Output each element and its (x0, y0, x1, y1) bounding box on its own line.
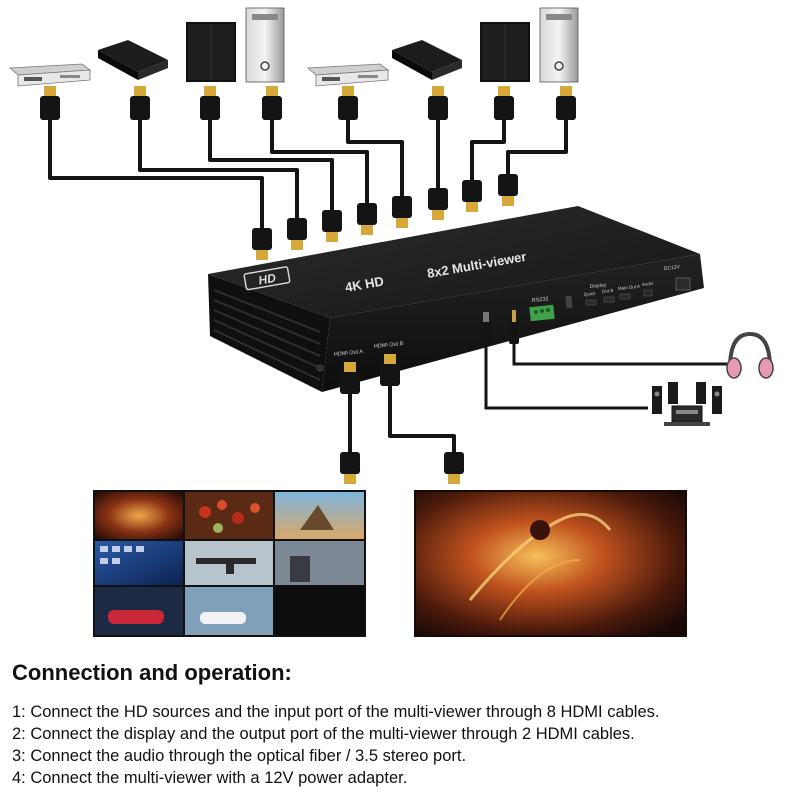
tile-6-game-scene (275, 541, 364, 585)
instruction-step-2: 2: Connect the display and the output po… (12, 725, 635, 743)
hdmi-plug-top-3 (200, 86, 220, 120)
input-cables (48, 118, 568, 230)
stereo-plug (509, 310, 519, 344)
rs232-terminal (529, 304, 555, 322)
fire-dancer-image (416, 492, 685, 635)
hdmi-plug-top-4 (262, 86, 282, 120)
source-connectors (40, 86, 576, 120)
input-cable-3 (208, 118, 334, 212)
source-set-top-box-2 (392, 40, 462, 80)
output-plugs-top (340, 354, 400, 394)
hdmi-plug-in-7 (462, 180, 482, 212)
output-plugs-bottom (340, 452, 464, 484)
port-label-power: DC12V (664, 264, 681, 272)
ir-port (565, 295, 573, 309)
hdmi-plug-in-3 (322, 210, 342, 242)
model-label: 4K HD (344, 273, 385, 295)
source-dvd-player-1 (8, 63, 92, 87)
side-vent-grille (213, 289, 321, 381)
source-console-1 (186, 22, 236, 82)
output-cables (348, 384, 456, 452)
input-cable-7 (470, 118, 506, 182)
port-label-out-b-button: Out B (602, 288, 614, 294)
device-input-connectors (252, 174, 518, 260)
source-console-2 (480, 22, 530, 82)
status-led (316, 364, 324, 372)
hdmi-plug-top-5 (338, 86, 358, 120)
output-cable-b (388, 384, 456, 452)
hdmi-plug-in-8 (498, 174, 518, 206)
hdmi-plug-out-a-top (340, 362, 360, 394)
display-b-fullscreen (414, 490, 687, 637)
instruction-step-4: 4: Connect the multi-viewer with a 12V p… (12, 769, 408, 787)
optical-cable (484, 340, 648, 410)
hdmi-plug-in-2 (287, 218, 307, 250)
port-label-display: Display (590, 282, 607, 290)
display-a-multiview (93, 490, 366, 637)
instruction-list: 1: Connect the HD sources and the input … (12, 701, 660, 789)
input-cable-5 (346, 118, 404, 198)
input-cable-4 (270, 118, 369, 205)
section-heading: Connection and operation: (12, 660, 292, 685)
port-label-main-out-a: Main Out A (618, 284, 641, 291)
hdmi-plug-out-b-top (380, 354, 400, 386)
hdmi-plug-in-1 (252, 228, 272, 260)
hdmi-plug-in-5 (392, 196, 412, 228)
hdmi-plug-top-7 (494, 86, 514, 120)
input-cable-2 (138, 118, 299, 220)
tile-8-car-white (185, 587, 273, 635)
port-label-out-a: HDMI Out A (334, 349, 364, 358)
port-label-out-b: HDMI Out B (374, 341, 404, 350)
logo-text: HD (257, 271, 277, 288)
port-label-audio: Audio (642, 281, 654, 287)
source-set-top-box-1 (98, 40, 168, 80)
hdmi-plug-top-6 (428, 86, 448, 120)
device-top-face (208, 206, 700, 318)
optical-plug (480, 312, 492, 346)
source-dvd-player-2 (306, 63, 390, 87)
speaker-system-icon (652, 382, 722, 426)
input-cable-8 (506, 118, 568, 176)
hdmi-plug-display-a (340, 452, 360, 484)
hdmi-plug-top-8 (556, 86, 576, 120)
tile-1-fire-dancer (95, 492, 183, 539)
instruction-step-3: 3: Connect the audio through the optical… (12, 747, 467, 765)
source-pc-tower-1 (245, 7, 285, 83)
hdmi-plug-display-b (444, 452, 464, 484)
tile-2-food (185, 492, 273, 539)
input-cable-1 (48, 118, 264, 230)
port-label-rs232: RS232 (532, 296, 549, 304)
hdmi-plug-in-4 (357, 203, 377, 235)
hdmi-plug-in-6 (428, 188, 448, 220)
instruction-step-1: 1: Connect the HD sources and the input … (12, 703, 660, 721)
headphone-icon (726, 331, 774, 379)
power-jack (675, 277, 691, 291)
port-label-quick: Quick (584, 291, 597, 297)
hdmi-plug-top-2 (130, 86, 150, 120)
tile-9-empty (275, 587, 364, 635)
audio-cables (484, 338, 728, 410)
stereo-cable (512, 338, 728, 366)
connection-diagram: HD 4K HD 8x2 Multi-viewer HDMI Out A HDM… (8, 7, 774, 637)
device-logo: HD (243, 266, 291, 291)
hdmi-plug-top-1 (40, 86, 60, 120)
source-pc-tower-2 (539, 7, 579, 83)
front-buttons (585, 289, 653, 306)
